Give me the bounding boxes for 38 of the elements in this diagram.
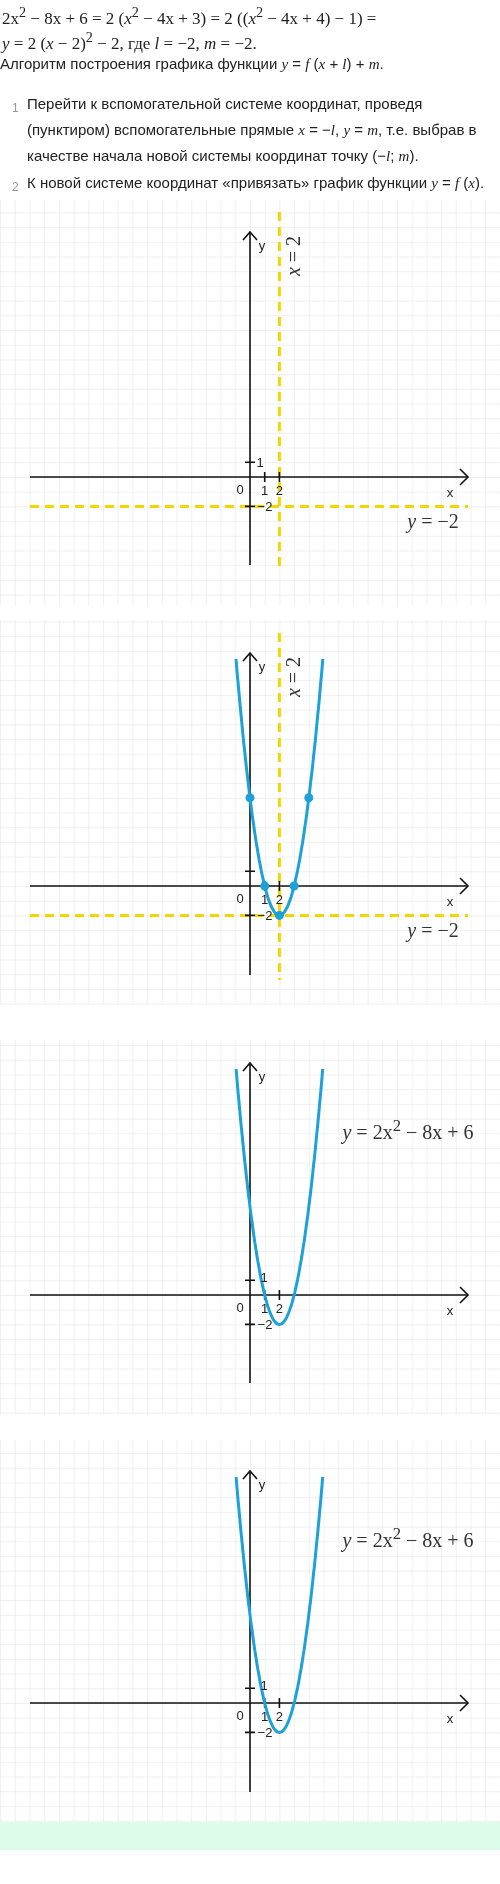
tick-label: 2 bbox=[275, 1708, 283, 1724]
guide-line-label: y = −2 bbox=[407, 509, 459, 533]
tick-label: 2 bbox=[275, 891, 283, 907]
axis-label: x bbox=[446, 893, 454, 909]
tick-label: −2 bbox=[257, 907, 273, 923]
tick-label: −2 bbox=[257, 1316, 273, 1332]
step-number: 1 bbox=[12, 101, 19, 115]
tick-label: 1 bbox=[256, 454, 264, 470]
tick-label: 0 bbox=[236, 1707, 244, 1723]
axis-label: y bbox=[258, 1068, 266, 1084]
tick-label: 2 bbox=[275, 1300, 283, 1316]
function-formula: y = 2x$^{2}$ − 8x + 6 bbox=[342, 1524, 474, 1552]
equation-line: y = 2 (x − 2)$^{2}$ − 2, где l = −2, m = −2. bbox=[2, 29, 257, 54]
tick-label: −2 bbox=[257, 498, 273, 514]
axis-label: y bbox=[258, 1476, 266, 1492]
tick-label: 0 bbox=[236, 890, 244, 906]
step-number: 2 bbox=[12, 180, 19, 194]
tick-label: 1 bbox=[261, 891, 269, 907]
tick-label: 1 bbox=[261, 1300, 269, 1316]
axis-label: y bbox=[258, 658, 266, 674]
tick-label: −2 bbox=[257, 1724, 273, 1740]
guide-line-label: y = −2 bbox=[407, 918, 459, 942]
tick-label: 2 bbox=[275, 482, 283, 498]
axis-label: x bbox=[446, 1302, 454, 1318]
tick-label: 0 bbox=[236, 481, 244, 497]
function-formula: y = 2x$^{2}$ − 8x + 6 bbox=[342, 1116, 474, 1144]
axis-label: x bbox=[446, 1710, 454, 1726]
axis-label: y bbox=[258, 237, 266, 253]
step-text: Перейти к вспомогательной системе координат, проведя (пунктиром) вспомогательные прямые x = −l, y = m, т.е. выбрав в качестве начала новой системы координат точку (−l; m). bbox=[27, 94, 478, 166]
equation-line: 2x$^{2}$ − 8x + 6 = 2 (x$^{2}$ − 4x + 3) = 2 ((x$^{2}$ − 4x + 4) − 1) = bbox=[2, 4, 377, 29]
guide-line-label: x = 2 bbox=[281, 235, 305, 277]
tick-label: 1 bbox=[261, 1708, 269, 1724]
algorithm-heading: Алгоритм построения графика функции y = f (x + l) + m. bbox=[0, 55, 384, 73]
tick-label: 1 bbox=[261, 482, 269, 498]
tick-label: 0 bbox=[236, 1299, 244, 1315]
step-text: К новой системе координат «привязать» график функции y = f (x). bbox=[27, 173, 486, 193]
axis-label: x bbox=[446, 484, 454, 500]
guide-line-label: x = 2 bbox=[281, 656, 305, 698]
